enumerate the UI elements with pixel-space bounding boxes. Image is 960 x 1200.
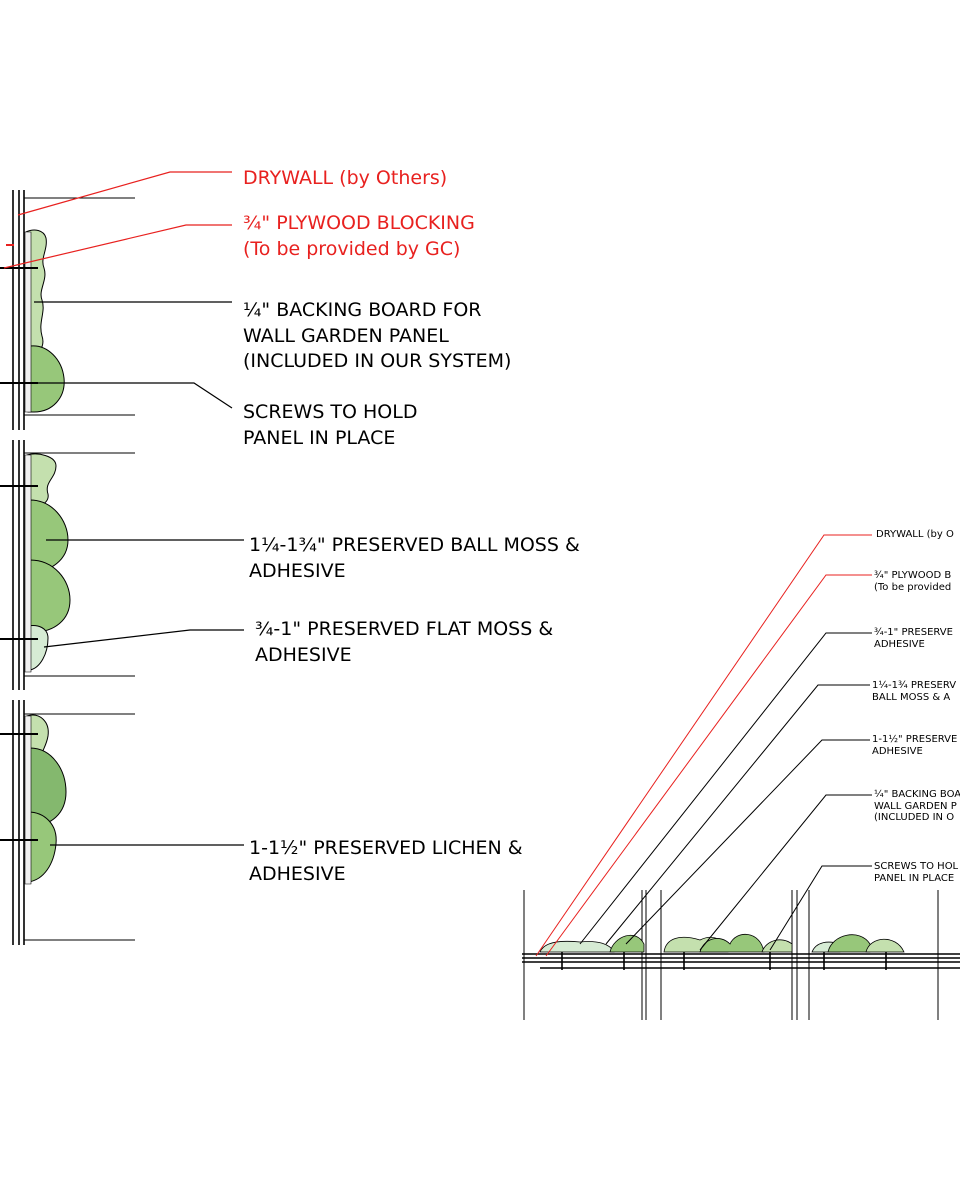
panel-joint-break-lines	[8, 430, 30, 700]
label-backing-board: ¼" BACKING BOARD FOR WALL GARDEN PANEL (…	[243, 299, 512, 373]
plan-plants	[539, 934, 905, 953]
plan-label-ball-moss: 1¼-1¾ PRESERV BALL MOSS & A	[872, 680, 957, 703]
plan-label-flat-moss: ¾-1" PRESERVE ADHESIVE	[874, 627, 953, 650]
plan-label-backing-board: ¼" BACKING BOA WALL GARDEN P (INCLUDED I…	[874, 789, 960, 823]
label-flat-moss: ¾-1" PRESERVED FLAT MOSS & ADHESIVE	[255, 618, 554, 666]
plan-label-lichen: 1-1½" PRESERVE ADHESIVE	[872, 734, 958, 757]
plan-label-screws: SCREWS TO HOL PANEL IN PLACE	[874, 861, 959, 884]
label-drywall: DRYWALL (by Others)	[243, 167, 448, 189]
label-screws: SCREWS TO HOLD PANEL IN PLACE	[243, 401, 418, 449]
label-lichen: 1-1½" PRESERVED LICHEN & ADHESIVE	[249, 837, 523, 885]
plan-panel-separators	[523, 890, 939, 1020]
right-leader-lines	[535, 534, 872, 957]
plan-screws	[561, 950, 887, 970]
plan-label-drywall: DRYWALL (by O	[876, 529, 954, 540]
left-leader-lines	[2, 171, 244, 846]
adhesive-strip	[24, 231, 32, 413]
label-plywood-blocking: ¾" PLYWOOD BLOCKING (To be provided by G…	[243, 212, 475, 260]
plan-wall-layers	[522, 953, 960, 969]
plan-label-plywood: ¾" PLYWOOD B (To be provided	[874, 570, 952, 593]
label-ball-moss: 1¼-1¾" PRESERVED BALL MOSS & ADHESIVE	[249, 534, 580, 582]
panel-3-plants	[24, 714, 67, 885]
drywall-layer	[12, 190, 25, 945]
ball-moss-profile	[27, 345, 65, 413]
panel-edge-lines	[24, 197, 135, 941]
